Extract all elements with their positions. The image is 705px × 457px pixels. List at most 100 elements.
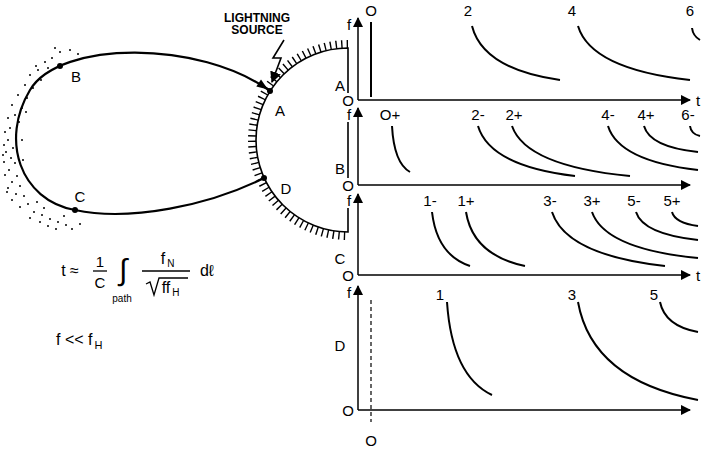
duct-stipple (4, 131, 6, 133)
trace-label: 2- (470, 107, 485, 122)
duct-stipple (19, 206, 21, 208)
formula-term: ∫ (118, 255, 128, 285)
trace-label: 3- (542, 193, 557, 208)
trace-label: 4+ (636, 107, 655, 122)
trace-label: 6 (685, 3, 695, 18)
trace-label: 2 (463, 3, 473, 18)
duct-stipple (6, 191, 8, 193)
panel-axes (370, 300, 371, 422)
trace-label: 4 (567, 3, 577, 18)
trace-label: 4- (600, 107, 615, 122)
duct-stipple (47, 225, 49, 227)
whistler-traces (690, 126, 700, 136)
duct-stipple (12, 147, 14, 149)
field-line (57, 63, 63, 69)
duct-stipple (39, 221, 41, 223)
duct-stipple (22, 159, 24, 161)
duct-stipple (37, 69, 39, 71)
whistler-traces (644, 126, 698, 152)
duct-stipple (7, 139, 9, 141)
trace-label: O+ (379, 107, 401, 122)
duct-stipple (5, 151, 7, 153)
whistler-traces (578, 302, 698, 400)
whistler-traces (578, 26, 690, 80)
lightning-bolt (272, 40, 284, 82)
trace-label: 5 (649, 287, 659, 302)
whistler-traces (552, 212, 665, 266)
duct-stipple (11, 181, 13, 183)
trace-label: 3+ (582, 193, 601, 208)
earth (252, 44, 348, 236)
whistler-traces (478, 126, 575, 176)
formula-lines (93, 270, 107, 271)
whistler-traces (447, 302, 492, 395)
panel-axes (358, 99, 690, 101)
panel-label: B (334, 161, 346, 176)
whistler-traces (608, 126, 698, 170)
panel-label: A (334, 78, 346, 93)
panel-axes (358, 409, 690, 411)
point-label: D (280, 181, 293, 196)
duct-stipple (47, 67, 49, 69)
formula-subscript: H (93, 340, 103, 351)
duct-stipple (33, 211, 35, 213)
duct-stipple (27, 203, 29, 205)
whistler-traces (370, 22, 372, 97)
duct-stipple (41, 214, 43, 216)
duct-stipple (4, 174, 6, 176)
duct-stipple (23, 195, 25, 197)
whistler-traces (472, 26, 560, 80)
axis-label: O (341, 268, 355, 283)
duct-stipple (29, 74, 31, 76)
formula-term: path (111, 294, 132, 304)
duct-stipple (55, 228, 57, 230)
formula-term: t ≈ (60, 263, 80, 279)
duct-stipple (7, 187, 9, 189)
duct-stipple (77, 53, 79, 55)
duct-stipple (9, 127, 11, 129)
duct-stipple (2, 154, 4, 156)
formula-subscript: N (166, 259, 175, 269)
duct-stipple (25, 111, 27, 113)
axis-label: f (346, 17, 352, 32)
formula-lines (142, 270, 190, 271)
axis-label: f (346, 285, 352, 300)
earth (252, 44, 348, 236)
duct-stipple (69, 49, 71, 51)
duct-stipple (54, 47, 56, 49)
duct-stipple (19, 185, 21, 187)
earth (256, 48, 348, 232)
duct-stipple (14, 114, 16, 116)
duct-stipple (63, 215, 65, 217)
field-line (16, 53, 273, 214)
lightning-bolt (272, 40, 284, 82)
duct-stipple (2, 47, 81, 230)
axis-label: O (341, 178, 355, 193)
trace-label: 1- (422, 193, 437, 208)
axis-label: t (695, 93, 701, 108)
trace-label: 1 (435, 287, 445, 302)
axis-label: O (341, 403, 355, 418)
whistler-traces (371, 22, 700, 400)
duct-stipple (36, 201, 38, 203)
point-label: C (74, 189, 87, 204)
duct-stipple (8, 169, 10, 171)
whistler-traces (660, 302, 698, 332)
whistler-traces (672, 212, 698, 226)
axis-label: f (346, 107, 352, 122)
duct-stipple (51, 57, 53, 59)
duct-stipple (44, 61, 46, 63)
whistler-traces (692, 28, 700, 40)
trace-label: 3 (567, 287, 577, 302)
duct-stipple (3, 144, 5, 146)
field-line (261, 175, 267, 181)
field-line (16, 53, 270, 214)
whistler-traces (466, 212, 525, 266)
panel-axes (358, 184, 690, 186)
whistler-traces (392, 126, 410, 172)
axis-label: t (695, 268, 701, 283)
duct-stipple (3, 161, 5, 163)
duct-stipple (17, 94, 19, 96)
duct-stipple (49, 218, 51, 220)
